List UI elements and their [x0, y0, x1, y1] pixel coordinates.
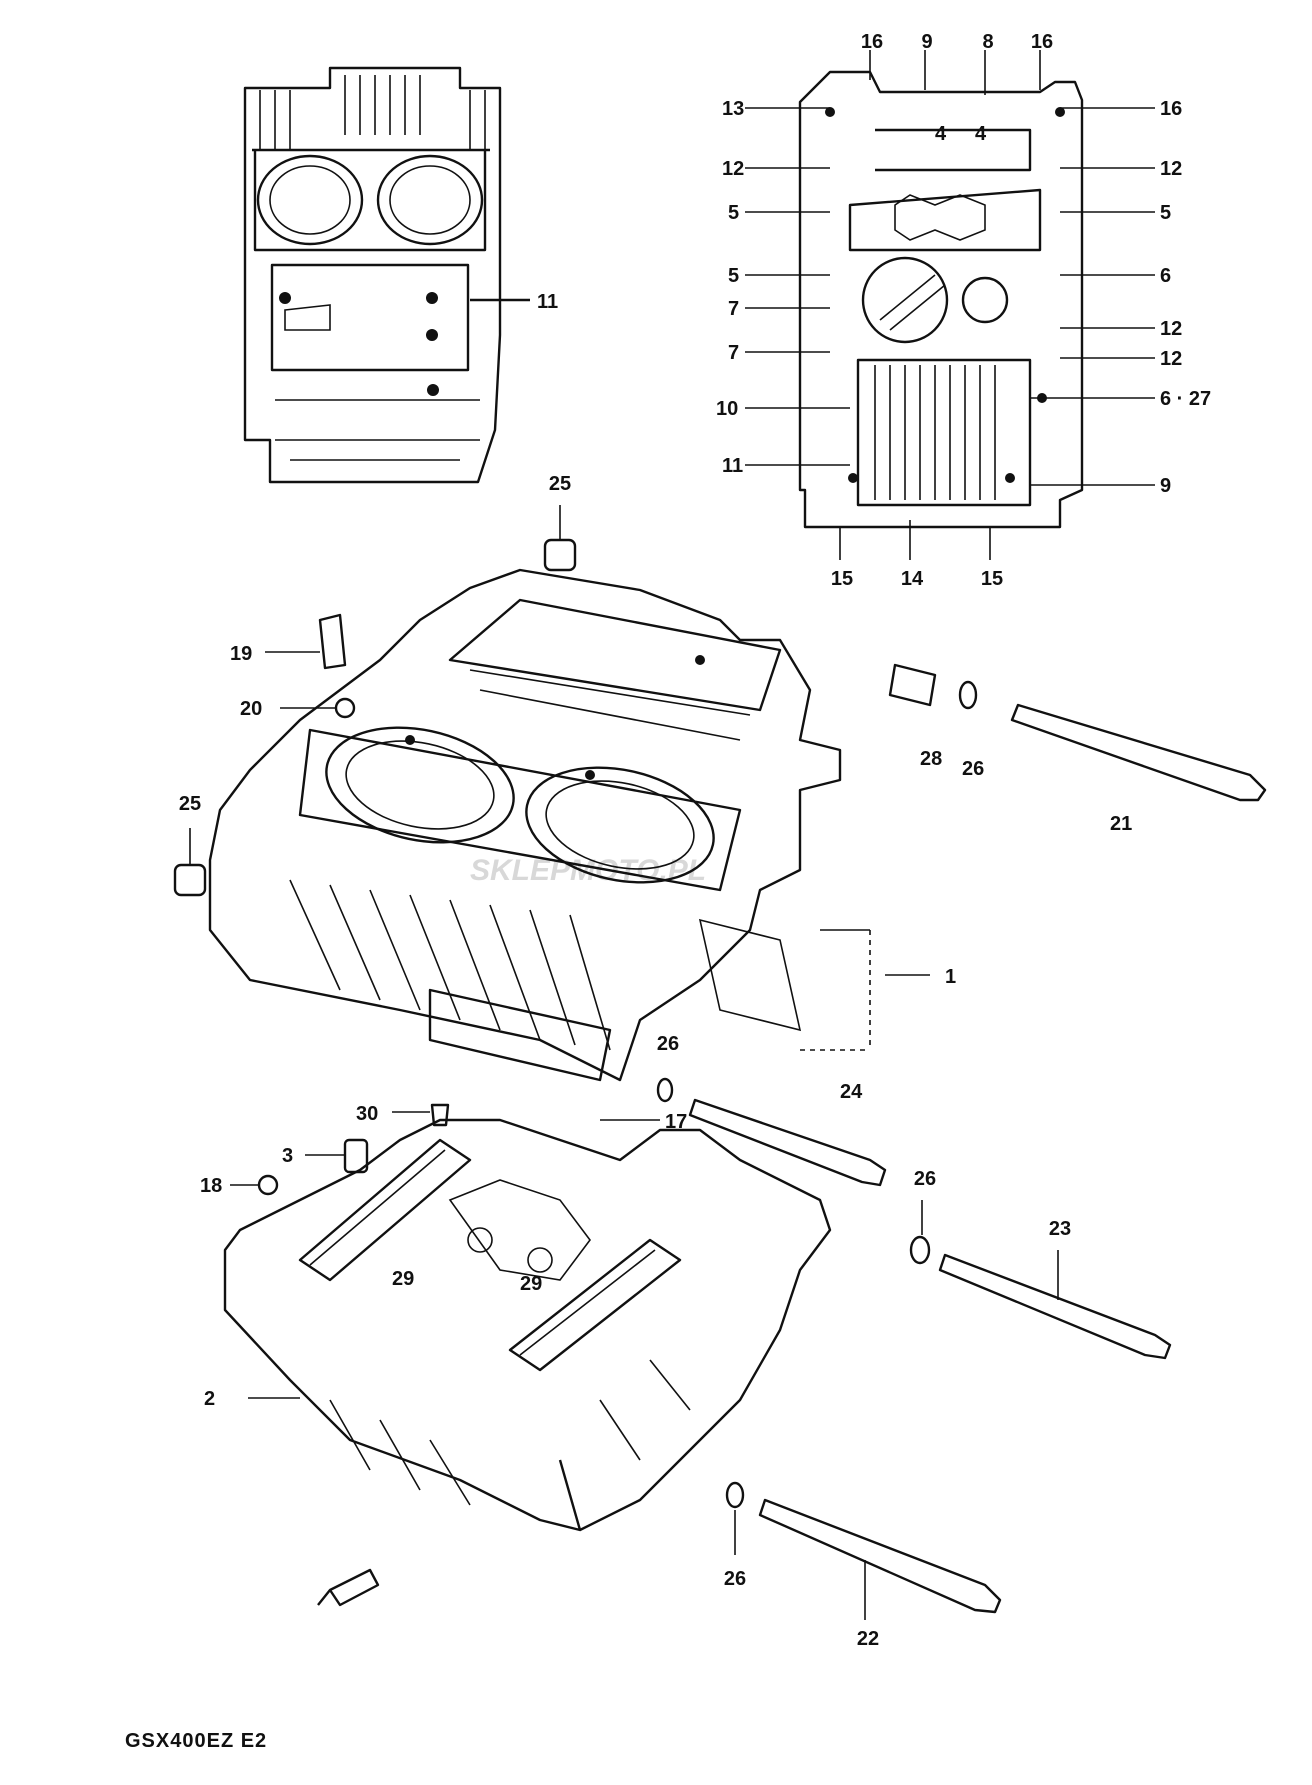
- model-code: GSX400EZ E2: [125, 1730, 267, 1752]
- label-16-top-b: 16: [1031, 31, 1053, 53]
- label-16-top-a: 16: [861, 31, 883, 53]
- label-26-right: 26: [914, 1168, 936, 1190]
- label-22: 22: [857, 1628, 879, 1650]
- part-3-dowel: [343, 1138, 369, 1174]
- label-30: 30: [356, 1103, 378, 1125]
- label-8-top: 8: [982, 31, 993, 53]
- label-29-a: 29: [392, 1268, 414, 1290]
- label-6-27: 6 · 27: [1160, 388, 1211, 410]
- part-26-oring-right: [909, 1235, 931, 1265]
- front-arrow-icon: [317, 1568, 380, 1607]
- part-24-bolt: [688, 1098, 887, 1187]
- label-12-right-a: 12: [1160, 158, 1182, 180]
- label-25-left: 25: [179, 793, 201, 815]
- part-19-dowel: [318, 613, 347, 670]
- part-18-oring: [257, 1174, 279, 1196]
- label-17: 17: [665, 1111, 687, 1133]
- label-9-right: 9: [1160, 475, 1171, 497]
- label-7-a: 7: [728, 298, 739, 320]
- part-26-oring-mid: [656, 1077, 674, 1103]
- part-22-bolt: [758, 1498, 1002, 1614]
- label-5-left-a: 5: [728, 202, 739, 224]
- part-26-oring-bottom: [725, 1481, 745, 1509]
- part-20-oring: [334, 697, 356, 719]
- label-1: 1: [945, 966, 956, 988]
- label-28: 28: [920, 748, 942, 770]
- label-6-right: 6: [1160, 265, 1171, 287]
- label-4-a: 4: [935, 123, 947, 145]
- label-11-inset: 11: [537, 291, 558, 313]
- label-12-right-b: 12: [1160, 318, 1182, 340]
- label-23: 23: [1049, 1218, 1071, 1240]
- label-18: 18: [200, 1175, 222, 1197]
- label-26-bottom: 26: [724, 1568, 746, 1590]
- label-16-right: 16: [1160, 98, 1182, 120]
- part-28-pipe: [888, 663, 937, 707]
- label-2: 2: [204, 1388, 215, 1410]
- part-26-oring-top: [958, 680, 978, 710]
- label-5-right: 5: [1160, 202, 1171, 224]
- label-15-b: 15: [981, 568, 1003, 590]
- label-11-right-inset: 11: [722, 455, 743, 477]
- label-5-left-b: 5: [728, 265, 739, 287]
- lower-crankcase: [223, 1118, 832, 1532]
- label-15-a: 15: [831, 568, 853, 590]
- label-7-b: 7: [728, 342, 739, 364]
- label-26-mid: 26: [657, 1033, 679, 1055]
- label-10: 10: [716, 398, 738, 420]
- label-9-top: 9: [921, 31, 932, 53]
- label-20: 20: [240, 698, 262, 720]
- label-26-top: 26: [962, 758, 984, 780]
- part-23-bolt: [938, 1253, 1172, 1360]
- part-25-bush-top: [543, 538, 577, 572]
- part-21-bolt: [1010, 703, 1267, 802]
- part-30-screw: [430, 1103, 450, 1127]
- inset-upper-case-view: [243, 66, 530, 484]
- label-4-b: 4: [975, 123, 987, 145]
- label-25-top: 25: [549, 473, 571, 495]
- label-12-left-a: 12: [722, 158, 744, 180]
- label-24: 24: [840, 1081, 863, 1103]
- part-25-bush-left: [173, 863, 207, 897]
- label-21: 21: [1110, 813, 1132, 835]
- label-12-right-c: 12: [1160, 348, 1182, 370]
- label-14: 14: [901, 568, 924, 590]
- inset-lower-case-view: [745, 50, 1155, 560]
- label-29-b: 29: [520, 1273, 542, 1295]
- label-13: 13: [722, 98, 744, 120]
- label-19: 19: [230, 643, 252, 665]
- label-3: 3: [282, 1145, 293, 1167]
- upper-crankcase: [208, 568, 842, 1082]
